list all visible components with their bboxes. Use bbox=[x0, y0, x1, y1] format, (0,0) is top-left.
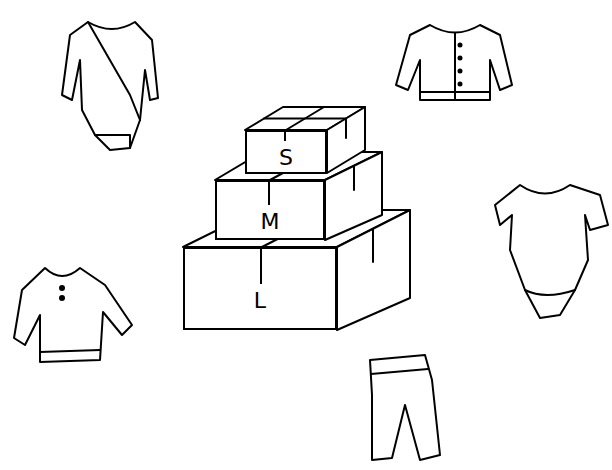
shirt bbox=[14, 268, 132, 362]
pants bbox=[370, 355, 440, 460]
tape-line bbox=[353, 166, 355, 190]
bodysuit-long-sleeve bbox=[62, 22, 158, 150]
size-letter: S bbox=[247, 146, 325, 170]
box-front: L bbox=[183, 247, 337, 330]
tape-line bbox=[264, 118, 346, 120]
tape-line bbox=[345, 119, 347, 138]
box-front: M bbox=[215, 180, 325, 240]
cardigan bbox=[396, 25, 512, 100]
box-side bbox=[327, 107, 365, 173]
tape-line bbox=[372, 229, 374, 262]
size-letter: L bbox=[185, 289, 335, 313]
box-front: S bbox=[245, 130, 327, 174]
size-letter: M bbox=[217, 210, 323, 234]
bodysuit-short-sleeve bbox=[495, 185, 608, 318]
